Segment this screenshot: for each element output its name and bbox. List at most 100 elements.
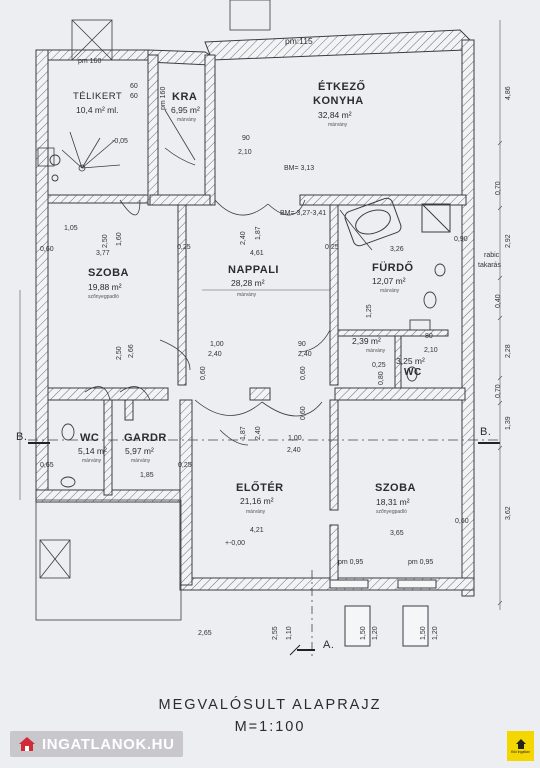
dim-pm160b: pm 160: [160, 86, 167, 110]
dim-120b: 1,20: [432, 626, 439, 640]
dim-025b: 0,25: [325, 244, 339, 251]
dim-60b: 60: [130, 93, 138, 100]
dim-060c: 0,60: [300, 366, 307, 380]
dim-377: 3,77: [96, 250, 110, 257]
section-b-left: B.: [16, 431, 28, 443]
brand-badge[interactable]: INGATLANOK.HU: [10, 731, 183, 757]
dim-240c: 2,40: [298, 351, 312, 358]
dim-150b: 1,50: [420, 626, 427, 640]
dim-pm095b: pm 0,95: [408, 559, 434, 566]
dim-060a: 0,60: [40, 246, 54, 253]
dim-090: 0,90: [454, 236, 468, 243]
room-szoba1-area: 19,88 m²: [88, 282, 122, 292]
room-gardr-area: 5,97 m²: [125, 446, 154, 456]
dim-228: 2,28: [505, 344, 512, 358]
room-eloter-area: 21,16 m²: [240, 496, 274, 506]
dim-bm327: BM= 3,27-3,41: [280, 210, 327, 217]
rabic-2: takarás: [478, 262, 501, 269]
room-szoba1-material: szőnyegpadló: [88, 294, 119, 300]
dim-185: 1,85: [140, 472, 154, 479]
walls: [35, 29, 475, 597]
dim-326: 3,26: [390, 246, 404, 253]
room-wc1-area: 5,14 m²: [78, 446, 107, 456]
dim-90b: 90: [298, 341, 306, 348]
room-szoba2-name: SZOBA: [375, 482, 416, 494]
dim-040: 0,40: [495, 294, 502, 308]
dim-125: 1,25: [366, 304, 373, 318]
dim-150a: 1,50: [360, 626, 367, 640]
room-nappali-name: NAPPALI: [228, 264, 279, 276]
dim-025d: 0,25: [178, 462, 192, 469]
dim-070a: 0,70: [495, 384, 502, 398]
dim-265: 2,65: [198, 630, 212, 637]
dim-461: 4,61: [250, 250, 264, 257]
room-wc2-name: WC: [404, 367, 422, 378]
agency-logo-icon: [515, 739, 526, 749]
dim-060b: 0,60: [200, 366, 207, 380]
room-telikert-name: TÉLIKERT: [73, 91, 123, 102]
dim-240e: 2,40: [255, 426, 262, 440]
dim-080: 80: [425, 333, 433, 340]
room-small-area: 2,39 m²: [352, 336, 381, 346]
dim-292: 2,92: [505, 234, 512, 248]
room-szoba2-area: 18,31 m²: [376, 497, 410, 507]
bathtub: [344, 197, 451, 247]
rabic-1: rabic: [484, 252, 500, 259]
brand-text: INGATLANOK.HU: [42, 735, 175, 753]
dim-025a: 0,25: [177, 244, 191, 251]
dim-005: -0,05: [112, 138, 128, 145]
room-small-material: márvány: [366, 348, 386, 354]
telikert-fan: [61, 109, 196, 172]
room-furdo-name: FÜRDŐ: [372, 262, 414, 274]
dim-240b: 2,40: [208, 351, 222, 358]
dim-025c: 0,25: [372, 362, 386, 369]
dim-255: 2,55: [272, 626, 279, 640]
dim-250a: 2,50: [102, 234, 109, 248]
room-furdo-material: márvány: [380, 288, 400, 294]
room-etkezo-name2: KONYHA: [313, 95, 364, 107]
dim-070b: 0,70: [495, 181, 502, 195]
room-etkezo-name: ÉTKEZŐ: [318, 81, 366, 93]
dim-90a: 90: [242, 135, 250, 142]
dim-080b: 0,80: [378, 371, 385, 385]
room-gardr-material: márvány: [131, 458, 151, 464]
corner-logo[interactable]: Kiki Ingatlan: [507, 731, 534, 761]
room-telikert-area: 10,4 m² ml.: [76, 105, 119, 115]
corner-text: Kiki Ingatlan: [510, 750, 531, 754]
room-szoba1-name: SZOBA: [88, 267, 129, 279]
room-kra-material: márvány: [177, 117, 197, 123]
dim-pm115: pm:115: [285, 36, 313, 46]
house-icon: [19, 737, 35, 751]
dim-bm313: BM= 3,13: [284, 165, 315, 172]
dim-000: +-0,00: [225, 540, 246, 547]
room-furdo-area: 12,07 m²: [372, 276, 406, 286]
section-b-right: B.: [480, 426, 492, 438]
plan-scale: M=1:100: [234, 719, 306, 735]
dim-210a: 2,10: [238, 149, 252, 156]
dim-210b: 2,10: [424, 347, 438, 354]
room-nappali-area: 28,28 m²: [231, 278, 265, 288]
dim-105: 1,05: [64, 225, 78, 232]
door-arcs: [84, 147, 373, 446]
dim-139: 1,39: [505, 416, 512, 430]
fixtures: [49, 154, 446, 488]
dim-pm095a: pm 0,95: [338, 559, 364, 566]
dim-060e: 0,60: [455, 518, 469, 525]
room-wc2-area: 3,25 m²: [396, 356, 425, 366]
dim-065: 0,65: [40, 462, 54, 469]
dim-421: 4,21: [250, 527, 264, 534]
room-wc1-name: WC: [80, 432, 100, 444]
room-eloter-name: ELŐTÉR: [236, 482, 284, 494]
dim-486: 4,86: [505, 86, 512, 100]
dim-100b: 1,00: [288, 435, 302, 442]
room-eloter-material: márvány: [246, 509, 266, 515]
room-wc1-material: márvány: [82, 458, 102, 464]
dim-365: 3,65: [390, 530, 404, 537]
dim-060d: 0,60: [300, 406, 307, 420]
room-kra-name: KRA: [172, 91, 198, 103]
room-nappali-material: márvány: [237, 292, 257, 298]
dim-187b: 1,87: [240, 426, 247, 440]
room-etkezo-material: márvány: [328, 122, 348, 128]
dim-240d: 2,40: [287, 447, 301, 454]
